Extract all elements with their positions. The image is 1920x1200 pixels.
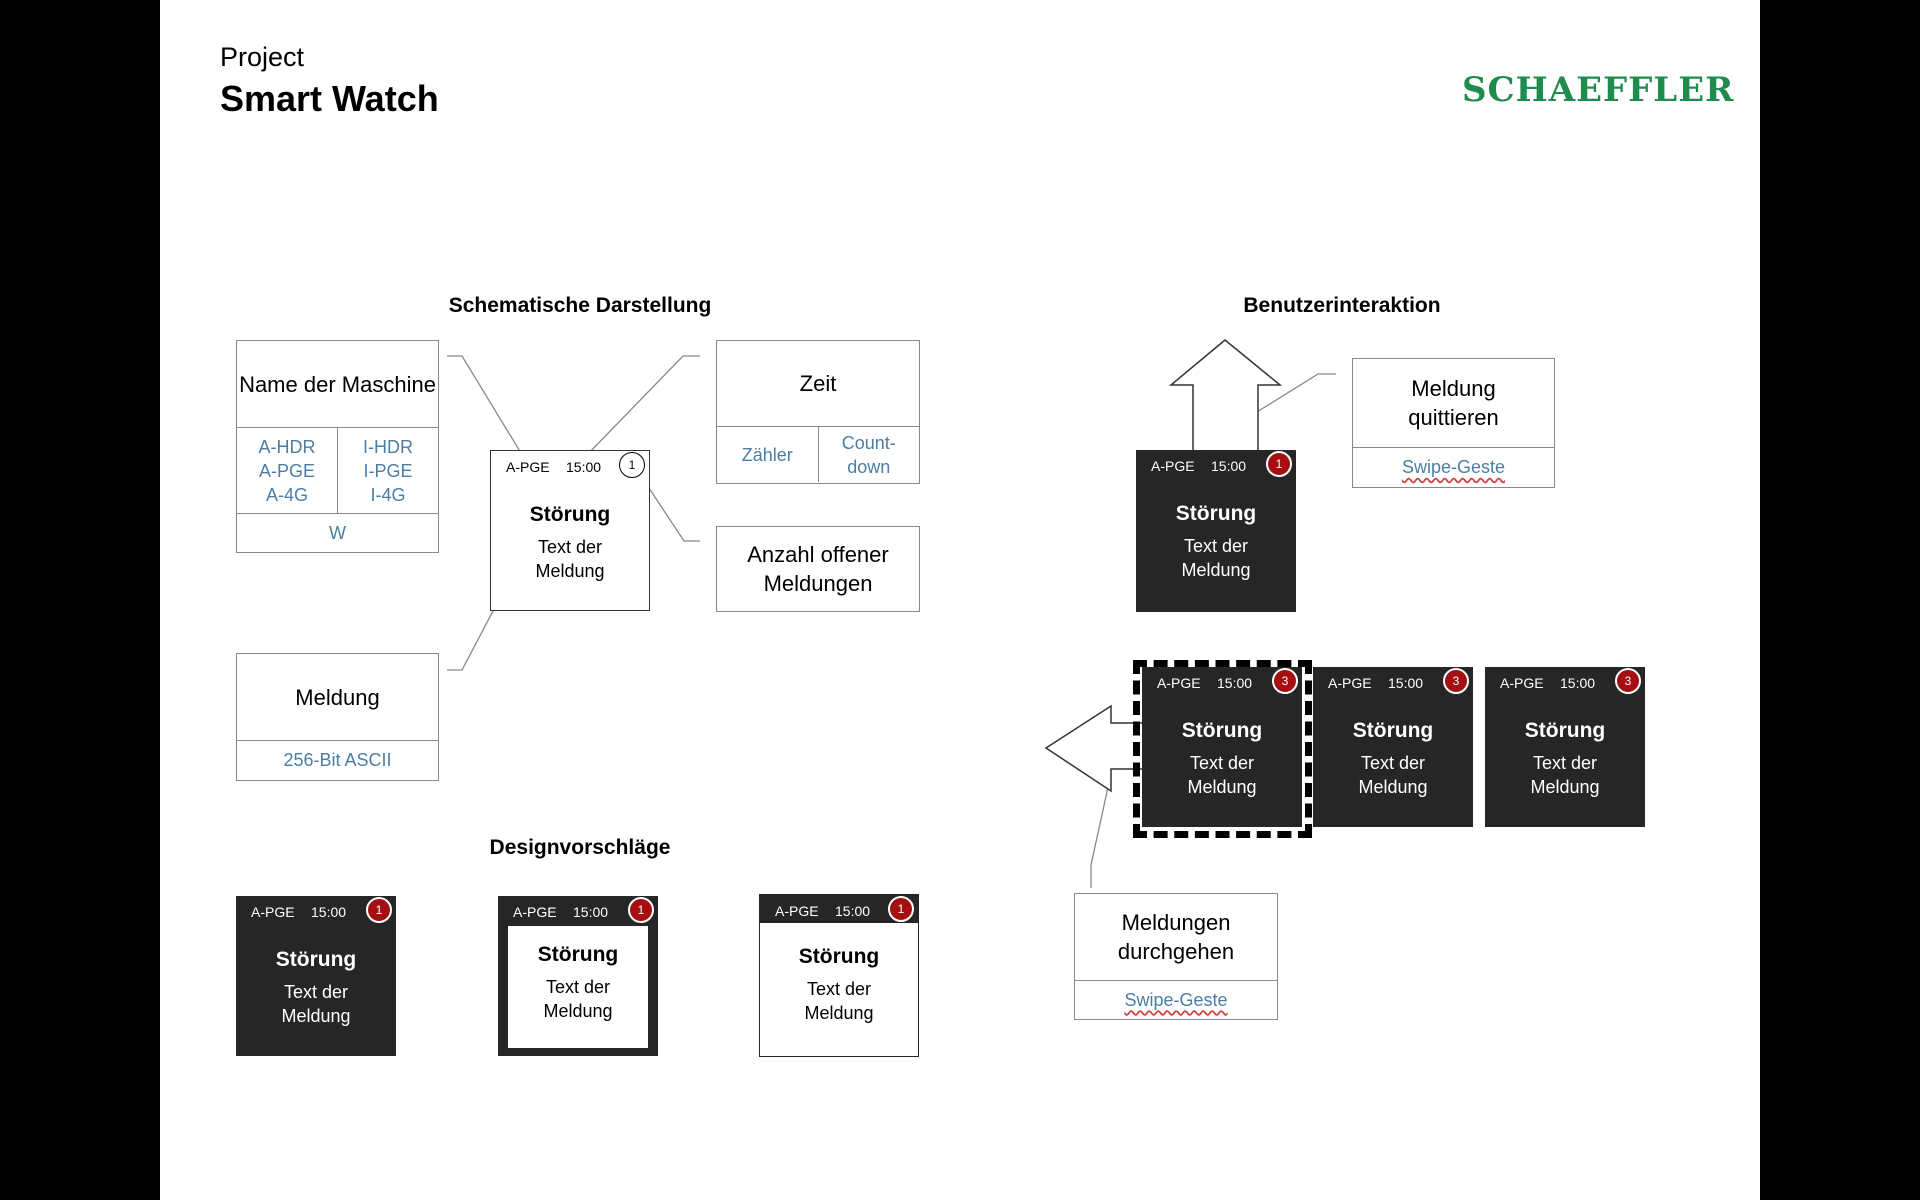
- watch-text: Meldung: [804, 1003, 874, 1023]
- watch-time: 15:00: [1560, 675, 1596, 691]
- message-count-badge: 1: [619, 452, 645, 478]
- watch-machine: A-PGE: [513, 904, 557, 920]
- acknowledge-title: Meldung quittieren: [1408, 376, 1499, 430]
- machine-code: A-HDR: [258, 436, 316, 457]
- time-box: Zeit Zähler Count- down: [716, 340, 920, 484]
- watch-text: Meldung: [1358, 777, 1428, 797]
- message-box: Meldung 256-Bit ASCII: [236, 653, 439, 781]
- machine-code: I-PGE: [363, 460, 413, 481]
- watch-text: Meldung: [281, 1006, 351, 1026]
- watch-heading: Störung: [1175, 502, 1257, 525]
- watch-machine: A-PGE: [1157, 675, 1201, 691]
- section-title-design: Designvorschläge: [489, 836, 671, 859]
- watch-text: Text der: [1183, 536, 1249, 556]
- watch-text: Meldung: [535, 561, 605, 581]
- watch-heading: Störung: [529, 503, 611, 526]
- watch-machine: A-PGE: [1500, 675, 1544, 691]
- machine-footer: W: [329, 522, 346, 543]
- machine-code: A-PGE: [258, 460, 315, 481]
- watch-text: Text der: [283, 982, 349, 1002]
- count-box-title: Anzahl offener Meldungen: [747, 541, 889, 596]
- message-count-badge: 1: [628, 897, 654, 923]
- watch-time: 15:00: [573, 904, 609, 920]
- schaeffler-logo: SCHAEFFLER: [1462, 70, 1735, 110]
- count-box: Anzahl offener Meldungen: [716, 526, 920, 612]
- watch-time: 15:00: [1388, 675, 1424, 691]
- watch-text: Text der: [537, 537, 603, 557]
- time-box-title: Zeit: [799, 371, 837, 396]
- watch-text: Text der: [806, 979, 872, 999]
- watch-time: 15:00: [1217, 675, 1253, 691]
- machine-code: I-HDR: [363, 436, 413, 457]
- message-box-footer: 256-Bit ASCII: [283, 750, 392, 770]
- watch-time: 15:00: [566, 459, 602, 475]
- watch-text: Meldung: [1181, 560, 1251, 580]
- machine-name-title: Name der Maschine: [239, 371, 436, 397]
- watch-text: Meldung: [1530, 777, 1600, 797]
- watch-text: Meldung: [1187, 777, 1257, 797]
- browse-title: Meldungen durchgehen: [1117, 910, 1235, 964]
- message-count-badge: 1: [1266, 451, 1292, 477]
- machine-code: I-4G: [370, 484, 406, 505]
- watch-time: 15:00: [835, 903, 871, 919]
- watch-heading: Störung: [1352, 719, 1434, 742]
- message-count-badge: 1: [366, 897, 392, 923]
- watch-heading: Störung: [798, 945, 880, 968]
- browse-box: Meldungen durchgehen Swipe-Geste: [1074, 893, 1278, 1020]
- watch-machine: A-PGE: [1151, 458, 1195, 474]
- section-title-schematic: Schematische Darstellung: [448, 294, 712, 317]
- message-count-badge: 3: [1272, 668, 1298, 694]
- watch-text: Text der: [1532, 753, 1598, 773]
- message-count-badge: 1: [888, 896, 914, 922]
- watch-text: Text der: [545, 977, 611, 997]
- section-title-interaction: Benutzerinteraktion: [1243, 294, 1441, 317]
- countdown-label: Count- down: [817, 427, 920, 482]
- machine-name-box: Name der Maschine A-HDR A-PGE A-4G I-HDR…: [236, 340, 439, 553]
- watch-heading: Störung: [1181, 719, 1263, 742]
- watch-heading: Störung: [537, 943, 619, 966]
- selected-watch-frame: [1133, 660, 1312, 838]
- browse-gesture: Swipe-Geste: [1124, 989, 1228, 1010]
- watch-text: Text der: [1189, 753, 1255, 773]
- watch-machine: A-PGE: [506, 459, 550, 475]
- message-count-badge: 3: [1615, 668, 1641, 694]
- watch-heading: Störung: [1524, 719, 1606, 742]
- watch-machine: A-PGE: [775, 903, 819, 919]
- message-count-badge: 3: [1443, 668, 1469, 694]
- watch-machine: A-PGE: [251, 904, 295, 920]
- machine-col-a: A-HDR A-PGE A-4G: [237, 428, 337, 513]
- acknowledge-box: Meldung quittieren Swipe-Geste: [1352, 358, 1555, 488]
- slide: [160, 0, 1760, 1200]
- machine-col-i: I-HDR I-PGE I-4G: [337, 428, 438, 513]
- watch-time: 15:00: [1211, 458, 1247, 474]
- watch-text: Text der: [1360, 753, 1426, 773]
- watch-text: Meldung: [543, 1001, 613, 1021]
- watch-machine: A-PGE: [1328, 675, 1372, 691]
- machine-code: A-4G: [265, 484, 308, 505]
- watch-heading: Störung: [275, 948, 357, 971]
- swipe-up-arrow: [1168, 339, 1283, 452]
- message-box-title: Meldung: [295, 684, 380, 710]
- page-title: Smart Watch: [220, 78, 439, 119]
- project-kicker: Project: [220, 42, 305, 72]
- acknowledge-gesture: Swipe-Geste: [1401, 457, 1506, 477]
- watch-time: 15:00: [311, 904, 347, 920]
- counter-label: Zähler: [741, 444, 793, 465]
